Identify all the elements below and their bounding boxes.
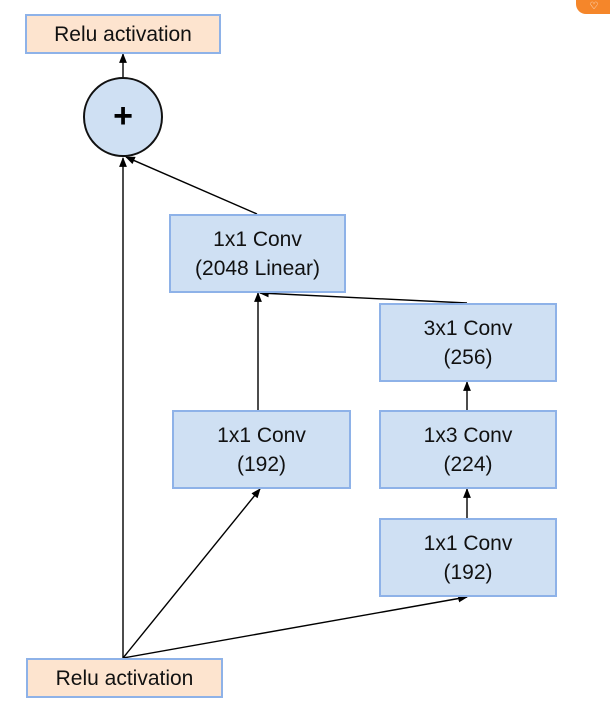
conv-1x3-title: 1x3 Conv xyxy=(423,423,513,447)
corner-badge[interactable]: ♡ xyxy=(576,0,610,14)
conv-1x3-node: 1x3 Conv (224) xyxy=(379,410,557,489)
addition-node: + xyxy=(83,77,163,157)
edge-linear-to-add xyxy=(125,156,258,215)
conv-linear-filters: (2048 Linear) xyxy=(195,256,320,280)
relu-output-node: Relu activation xyxy=(25,14,221,54)
conv-1x1-branch1-node: 1x1 Conv (192) xyxy=(172,410,351,489)
conv-3x1-filters: (256) xyxy=(443,345,493,369)
conv-linear-title: 1x1 Conv xyxy=(213,227,302,251)
edge-3x1-to-linear xyxy=(259,289,468,304)
conv-1x1-branch2-node: 1x1 Conv (192) xyxy=(379,518,557,597)
edge-input-to-branch2 xyxy=(122,594,468,659)
conv-1x1-branch1-title: 1x1 Conv xyxy=(217,423,306,447)
edge-input-to-branch1 xyxy=(122,488,261,659)
conv-1x1-branch2-title: 1x1 Conv xyxy=(423,531,513,555)
relu-input-node: Relu activation xyxy=(26,658,223,698)
conv-linear-node: 1x1 Conv (2048 Linear) xyxy=(169,214,346,293)
conv-1x1-branch2-filters: (192) xyxy=(443,560,493,584)
conv-1x1-branch1-filters: (192) xyxy=(236,452,287,476)
relu-input-label: Relu activation xyxy=(55,666,194,690)
conv-3x1-node: 3x1 Conv (256) xyxy=(379,303,557,382)
conv-3x1-title: 3x1 Conv xyxy=(423,316,513,340)
lightbulb-icon: ♡ xyxy=(589,1,599,12)
relu-output-label: Relu activation xyxy=(54,22,192,46)
conv-1x3-filters: (224) xyxy=(443,452,493,476)
plus-icon: + xyxy=(113,97,133,135)
